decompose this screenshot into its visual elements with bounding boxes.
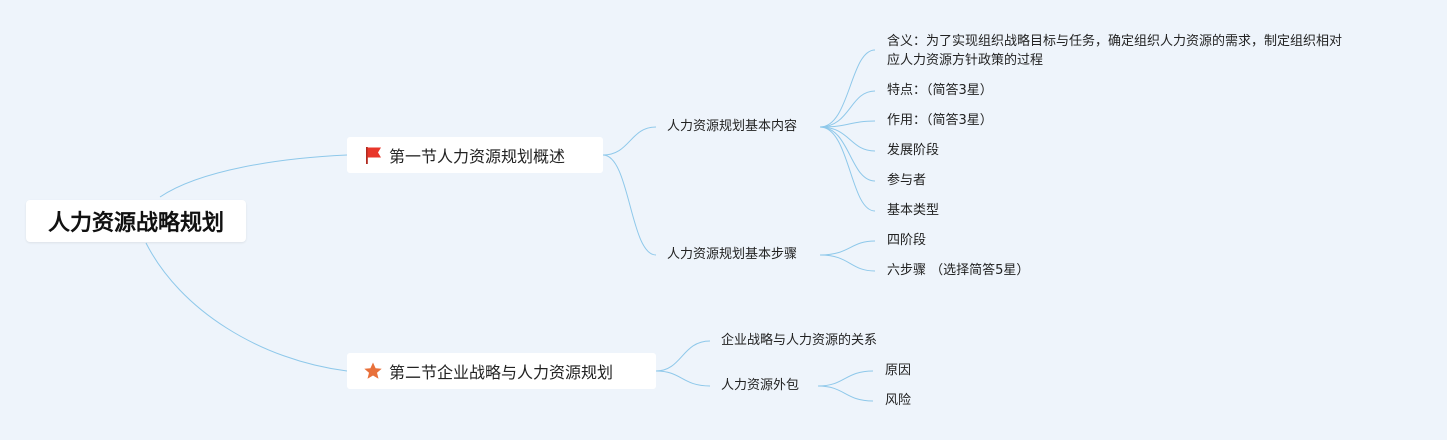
link-outsourcing-reason xyxy=(817,370,874,387)
leaf-features[interactable]: 特点：（简答3星） xyxy=(887,83,993,98)
link-section1-content xyxy=(602,126,657,156)
leaf-four-stages[interactable]: 四阶段 xyxy=(887,233,927,248)
section2-label: 第二节企业战略与人力资源规划 xyxy=(389,363,614,382)
link-outsourcing-risk xyxy=(817,385,874,402)
link-content-stages xyxy=(819,126,876,152)
leaf-outsourcing-risk[interactable]: 风险 xyxy=(885,393,912,408)
leaf-six-steps[interactable]: 六步骤 （选择简答5星） xyxy=(887,263,1030,278)
leaf-definition-line1[interactable]: 含义：为了实现组织战略目标与任务，确定组织人力资源的需求，制定组织相对 xyxy=(887,34,1343,49)
leaf-definition-line2[interactable]: 应人力资源方针政策的过程 xyxy=(887,53,1044,68)
link-steps-four xyxy=(819,240,876,256)
link-content-participants xyxy=(819,126,876,182)
leaf-outsourcing-reason[interactable]: 原因 xyxy=(885,363,912,378)
link-section1-steps xyxy=(602,154,657,256)
orange-star-icon xyxy=(363,361,383,381)
root-node[interactable]: 人力资源战略规划 xyxy=(26,200,246,242)
link-content-definition xyxy=(819,49,876,128)
section1-label: 第一节人力资源规划概述 xyxy=(389,147,566,166)
branch-planning-content[interactable]: 人力资源规划基本内容 xyxy=(667,119,798,134)
link-section2-relation xyxy=(655,340,711,372)
link-content-types xyxy=(819,126,876,212)
section1-node[interactable]: 第一节人力资源规划概述 xyxy=(347,137,603,173)
branch-planning-steps[interactable]: 人力资源规划基本步骤 xyxy=(667,247,798,262)
link-root-section1 xyxy=(159,154,348,198)
link-steps-six xyxy=(819,254,876,272)
link-section2-outsourcing xyxy=(655,370,711,387)
link-root-section2 xyxy=(145,242,348,372)
root-label: 人力资源战略规划 xyxy=(47,211,224,236)
link-content-features xyxy=(819,90,876,128)
leaf-participants[interactable]: 参与者 xyxy=(887,173,927,188)
section2-node[interactable]: 第二节企业战略与人力资源规划 xyxy=(347,353,656,389)
branch-hr-outsourcing[interactable]: 人力资源外包 xyxy=(721,378,800,393)
red-flag-icon xyxy=(363,145,383,165)
link-content-functions xyxy=(819,120,876,128)
branch-strategy-relation[interactable]: 企业战略与人力资源的关系 xyxy=(721,333,878,348)
leaf-functions[interactable]: 作用：（简答3星） xyxy=(887,113,993,128)
leaf-development-stages[interactable]: 发展阶段 xyxy=(887,143,940,158)
leaf-basic-types[interactable]: 基本类型 xyxy=(887,203,940,218)
